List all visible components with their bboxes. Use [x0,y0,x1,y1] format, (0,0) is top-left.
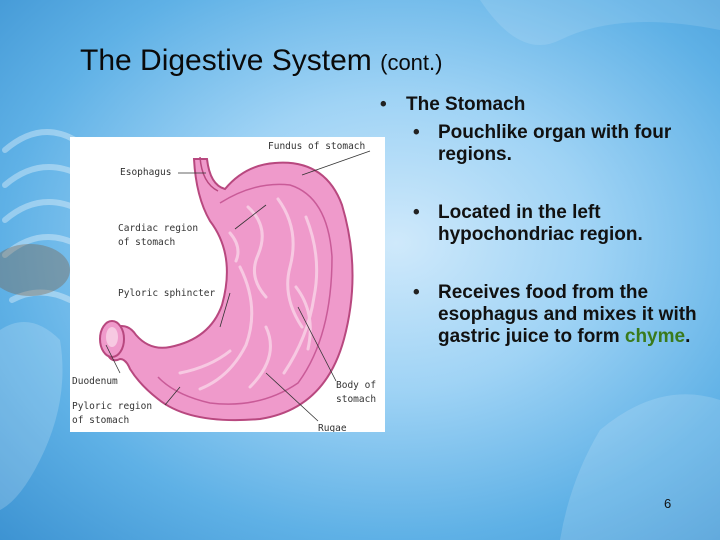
slide-title-text: The Digestive System [80,44,372,77]
bullet-text-3: Receives food from the esophagus and mix… [438,282,697,347]
label-cardiac-line-1: Cardiac region [118,223,198,234]
chyme-highlight: chyme [624,326,686,347]
bullet-item-2: • Located in the left hypochondriac regi… [380,202,700,246]
bullet-item-1: • Pouchlike organ with four regions. [380,122,700,166]
label-rugae: Rugae [318,423,347,432]
label-cardiac-line-2: of stomach [118,237,175,248]
label-body-line-2: stomach [336,394,376,405]
slide-title-suffix: (cont.) [380,50,443,75]
bullet-list: • The Stomach • Pouchlike organ with fou… [380,94,700,348]
bullet-dot: • [380,94,387,115]
bullet-heading: • The Stomach [380,94,700,116]
label-pyloric-region-line-2: of stomach [72,415,129,426]
stomach-illustration: Fundus of stomach Esophagus Cardiac regi… [72,141,376,432]
bullet-dot: • [413,122,420,143]
label-pyloric-sphincter: Pyloric sphincter [118,288,216,299]
bullet-item-3: • Receives food from the esophagus and m… [380,282,700,348]
label-pyloric-region-line-1: Pyloric region [72,401,152,412]
bullet-text-3-end: . [685,326,691,347]
page-number: 6 [664,496,672,511]
label-esophagus: Esophagus [120,167,171,178]
stomach-diagram: Fundus of stomach Esophagus Cardiac regi… [70,137,385,432]
heading-text: The Stomach [406,94,526,115]
bullet-text-3-main: Receives food from the esophagus and mix… [438,282,697,347]
label-duodenum: Duodenum [72,376,118,387]
slide-title: The Digestive System (cont.) [80,44,442,78]
bullet-text-2: Located in the left hypochondriac region… [438,202,643,245]
label-body-line-1: Body of [336,380,376,391]
bullet-text-1: Pouchlike organ with four regions. [438,122,672,165]
label-fundus: Fundus of stomach [268,141,365,152]
bullet-dot: • [413,282,420,303]
bullet-dot: • [413,202,420,223]
